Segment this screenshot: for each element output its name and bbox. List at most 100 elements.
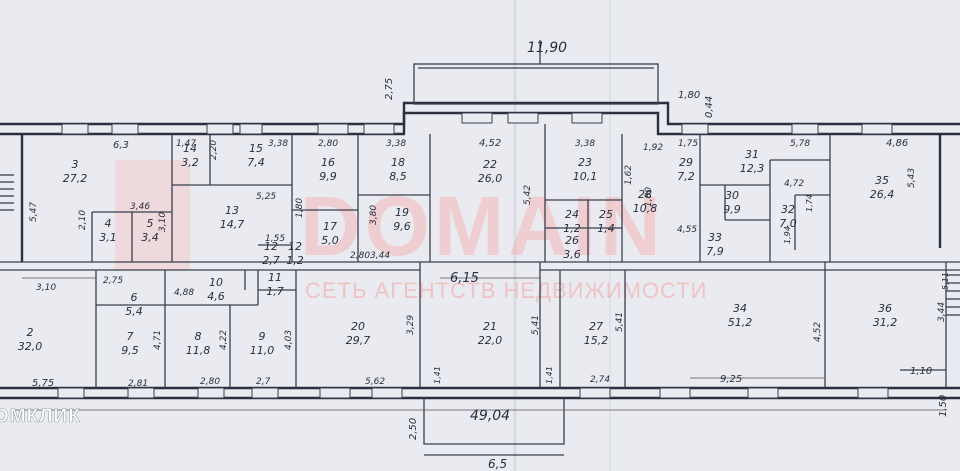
dim-label: 3,38 <box>386 139 406 149</box>
dim-label: 5,11 <box>941 272 950 290</box>
dim-label: 3,80 <box>369 205 379 225</box>
dimension-lines <box>15 277 946 411</box>
room-number: 19 <box>395 206 409 219</box>
room-number: 8 <box>195 330 202 343</box>
room-number: 4 <box>105 217 112 230</box>
room-number: 2 <box>27 326 34 339</box>
room-number: 31 <box>745 148 759 161</box>
dim-label: 5,47 <box>29 202 39 222</box>
room-number: 5 <box>147 217 154 230</box>
dim-label: 2,74 <box>590 375 610 385</box>
room-number: 24 <box>565 208 579 221</box>
room-area: 5,0 <box>321 234 339 247</box>
room-area: 1,2 <box>563 222 581 235</box>
dim-label: 5,62 <box>365 377 385 387</box>
room-area: 15,2 <box>584 334 609 347</box>
room-area: 27,2 <box>63 172 88 185</box>
room-number: 11 <box>268 271 282 284</box>
dim-label: 5,43 <box>907 168 917 188</box>
dim-label: 2,80 <box>350 251 370 261</box>
room-area: 9,9 <box>319 170 337 183</box>
room-number: 35 <box>875 174 889 187</box>
dim-label: 2,80 <box>200 377 220 387</box>
dim-label: 3,10 <box>158 212 168 232</box>
room-area: 51,2 <box>728 316 753 329</box>
stairs <box>0 174 960 316</box>
room-area: 10,8 <box>633 202 658 215</box>
dim-label: 6,15 <box>450 271 479 286</box>
dim-label: 5,78 <box>790 139 810 149</box>
dim-label: 2,75 <box>103 276 123 286</box>
watermark-logo-mark <box>115 160 190 270</box>
room-number: 20 <box>351 320 365 333</box>
source-watermark: ОМКЛИК <box>0 406 81 427</box>
dim-bottom-porch: 6,5 <box>488 457 507 471</box>
room-area: 26,4 <box>870 188 895 201</box>
dim-label: 1,55 <box>265 234 285 244</box>
room-area: 8,5 <box>389 170 407 183</box>
dimension-labels: 11,90 49,04 6,5 2,75 1,80 0,44 2,50 1,50… <box>29 40 950 471</box>
room-area: 3,1 <box>99 231 117 244</box>
dim-label: 3,29 <box>406 315 416 335</box>
room-number: 15 <box>249 142 263 155</box>
room-area: 7,4 <box>247 156 265 169</box>
room-area: 2,7 <box>262 254 280 267</box>
dim-label: 5,41 <box>531 315 541 335</box>
room-number: 32 <box>781 203 795 216</box>
room-number: 36 <box>878 302 892 315</box>
room-number: 21 <box>483 320 497 333</box>
room-number: 3 <box>72 158 79 171</box>
dim-label: 4,22 <box>219 330 229 350</box>
room-number: 12 <box>264 240 278 253</box>
room-number: 9 <box>259 330 266 343</box>
room-area: 29,7 <box>346 334 371 347</box>
room-number: 30 <box>725 189 739 202</box>
dim-label: 1,74 <box>805 194 814 212</box>
room-number: 12 <box>288 240 302 253</box>
dim-label: 4,55 <box>677 225 697 235</box>
dim-label: 2,20 <box>209 140 219 160</box>
dim-label: 5,41 <box>615 312 625 332</box>
room-area: 3,6 <box>563 248 581 261</box>
dim-label: 3,38 <box>268 139 288 149</box>
dim-label: 5,42 <box>523 185 533 205</box>
dim-label: 1,62 <box>624 165 634 185</box>
room-number: 18 <box>391 156 405 169</box>
room-area: 10,1 <box>573 170 598 183</box>
dim-label: 4,71 <box>153 330 163 350</box>
room-area: 32,0 <box>18 340 43 353</box>
dim-label: 2,81 <box>128 379 148 389</box>
room-number: 27 <box>589 320 603 333</box>
room-number: 14 <box>183 142 197 155</box>
dim-label: 3,44 <box>370 251 390 261</box>
dim-label: 2,7 <box>256 377 271 387</box>
dim-label: 1,92 <box>643 143 663 153</box>
dim-label: 0,44 <box>704 96 715 118</box>
room-area: 14,7 <box>220 218 245 231</box>
room-area: 11,0 <box>250 344 275 357</box>
room-area: 11,8 <box>186 344 211 357</box>
dim-label: 1,94 <box>783 226 792 244</box>
room-area: 1,4 <box>597 222 615 235</box>
dim-label: 3,38 <box>575 139 595 149</box>
dim-label: 4,03 <box>284 330 294 350</box>
dim-label: 4,88 <box>174 288 194 298</box>
dim-label: 2,75 <box>384 78 395 100</box>
room-number: 16 <box>321 156 335 169</box>
room-number: 34 <box>733 302 747 315</box>
dim-label: 1,41 <box>433 366 442 384</box>
dim-label: 1,75 <box>678 139 698 149</box>
room-number: 25 <box>599 208 613 221</box>
room-number: 17 <box>323 220 337 233</box>
room-area: 1,7 <box>266 285 284 298</box>
room-area: 9,9 <box>723 203 741 216</box>
dim-label: 6,3 <box>113 140 129 151</box>
dim-label: 2,50 <box>408 418 419 440</box>
dim-label: 1,50 <box>938 395 949 417</box>
room-number: 26 <box>565 234 579 247</box>
room-area: 1,2 <box>286 254 304 267</box>
dim-label: 9,25 <box>720 374 742 385</box>
dim-label: 4,52 <box>813 322 823 342</box>
